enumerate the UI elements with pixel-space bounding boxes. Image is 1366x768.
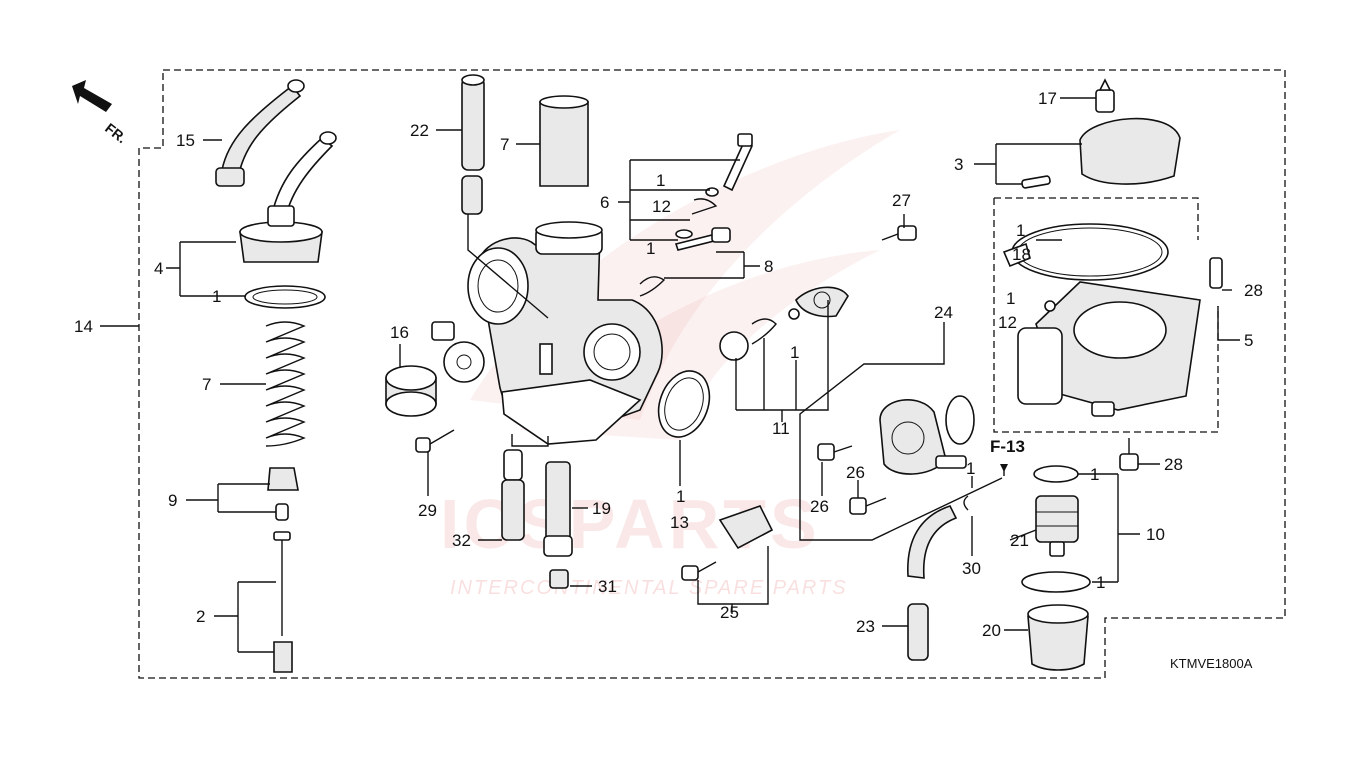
callout-27: 27 (892, 191, 911, 210)
callout-1-ring: 1 (646, 239, 655, 258)
float-chamber-boundary (993, 198, 1219, 433)
callout-26-lower: 26 (810, 497, 829, 516)
callout-1-gasket: 1 (676, 487, 685, 506)
callout-13: 13 (670, 513, 689, 532)
part-throttle-stop-screw (639, 227, 731, 297)
part-gasket (657, 370, 711, 438)
callout-1-screw: 1 (656, 171, 665, 190)
callout-12-spring: 12 (652, 197, 671, 216)
callout-1-float: 1 (1006, 289, 1015, 308)
callout-7-spring: 7 (202, 375, 211, 394)
part-clip (963, 495, 969, 511)
callout-22: 22 (410, 121, 429, 140)
reference-f13: F-13 (990, 437, 1025, 456)
part-jet-needle (273, 531, 293, 673)
part-needle-jet-holder (543, 461, 573, 557)
callout-1-filter-ring: 1 (1090, 465, 1099, 484)
part-spring (265, 321, 306, 447)
part-bracket (681, 505, 774, 581)
callout-15: 15 (176, 131, 195, 150)
callout-11: 11 (772, 419, 790, 438)
part-drain-tube (907, 505, 958, 661)
part-carburetor-body (467, 221, 663, 445)
front-direction-label: FR. (102, 120, 130, 146)
diagram-code: KTMVE1800A (1170, 656, 1253, 671)
callout-12-float: 12 (998, 313, 1017, 332)
callout-5: 5 (1244, 331, 1253, 350)
callout-1-washer: 1 (790, 343, 799, 362)
callout-1-clip: 1 (966, 459, 975, 478)
callout-28-lower: 28 (1164, 455, 1183, 474)
callout-1-oring: 1 (212, 287, 221, 306)
callout-26-upper: 26 (846, 463, 865, 482)
callout-19: 19 (592, 499, 611, 518)
callout-16: 16 (390, 323, 409, 342)
callout-9: 9 (168, 491, 177, 510)
callout-29: 29 (418, 501, 437, 520)
callout-18: 18 (1012, 245, 1031, 264)
part-throttle-valve (539, 95, 589, 187)
part-bolt (1119, 438, 1139, 471)
part-elbow-hose (215, 79, 305, 187)
callout-10: 10 (1146, 525, 1165, 544)
callout-20: 20 (982, 621, 1001, 640)
callout-17: 17 (1038, 89, 1057, 108)
part-diaphragm-assembly (817, 395, 975, 515)
part-filter-cup (1027, 604, 1089, 671)
callout-6: 6 (600, 193, 609, 212)
callout-2: 2 (196, 607, 205, 626)
callout-1-cup-ring: 1 (1096, 573, 1105, 592)
part-air-screw (675, 133, 754, 239)
part-choke-lever (431, 321, 485, 383)
part-cap (1021, 78, 1181, 189)
callout-32: 32 (452, 531, 471, 550)
callout-28-upper: 28 (1244, 281, 1263, 300)
callout-31: 31 (598, 577, 617, 596)
part-main-jet (549, 569, 569, 589)
callout-4: 4 (154, 259, 163, 278)
front-direction-icon: FR. (72, 80, 130, 146)
part-screw (415, 429, 455, 453)
part-filter-set (1021, 465, 1091, 593)
callout-3: 3 (954, 155, 963, 174)
part-vent-tube (461, 74, 485, 215)
callout-14: 14 (74, 317, 93, 336)
callout-24: 24 (934, 303, 953, 322)
callout-21: 21 (1010, 531, 1029, 550)
callouts: 15 4 1 14 7 9 2 22 7 16 29 32 19 31 6 1 … (74, 89, 1263, 671)
callout-8: 8 (764, 257, 773, 276)
part-pan-screw (881, 225, 917, 241)
watermark-tagline: INTERCONTINENTAL SPARE PARTS (450, 577, 848, 599)
leader-lines (100, 97, 1240, 653)
part-fuel-cap-assembly (239, 131, 337, 263)
callout-1-chamber-gasket: 1 (1016, 221, 1025, 240)
callout-7-valve: 7 (500, 135, 509, 154)
part-plug-cap (385, 365, 437, 417)
callout-23: 23 (856, 617, 875, 636)
part-slow-jet (501, 449, 525, 541)
part-set-kit (719, 286, 849, 361)
part-o-ring (244, 285, 326, 309)
callout-30: 30 (962, 559, 981, 578)
part-float-chamber-assembly (994, 197, 1223, 417)
callout-25: 25 (720, 603, 739, 622)
assembly-boundary (138, 69, 1286, 679)
